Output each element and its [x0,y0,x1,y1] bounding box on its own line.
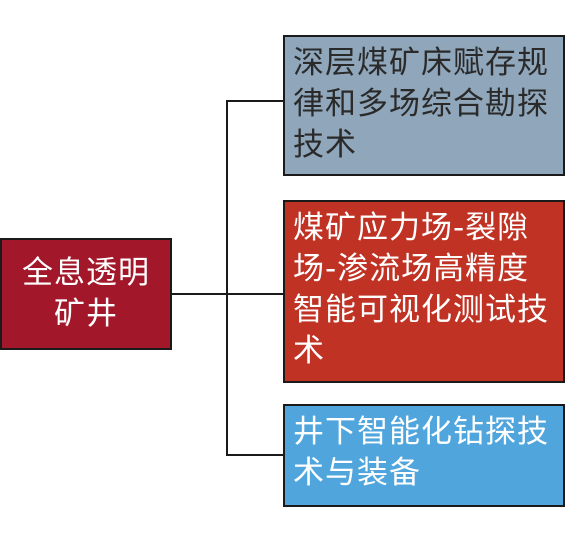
connector-branch-3 [226,454,283,456]
connector-branch-1 [226,100,283,102]
child-node-label: 煤矿应力场-裂隙场-渗流场高精度智能可视化测试技术 [293,210,549,369]
connector-vertical-trunk [226,100,228,456]
child-node-stress-fracture-seepage: 煤矿应力场-裂隙场-渗流场高精度智能可视化测试技术 [283,200,565,383]
connector-root-horizontal [172,293,228,295]
root-node: 全息透明矿井 [0,238,172,350]
child-node-label: 井下智能化钻探技术与装备 [293,414,549,491]
connector-branch-2 [226,293,283,295]
child-node-geology-exploration: 深层煤矿床赋存规律和多场综合勘探技术 [283,35,565,176]
child-node-drilling-equipment: 井下智能化钻探技术与装备 [283,404,565,507]
child-node-label: 深层煤矿床赋存规律和多场综合勘探技术 [293,45,549,163]
root-node-label: 全息透明矿井 [22,255,150,332]
